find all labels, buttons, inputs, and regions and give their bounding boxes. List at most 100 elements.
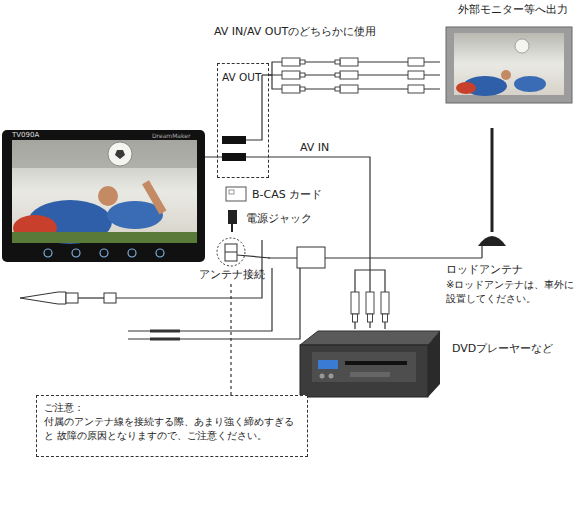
monitor-unit-part [12,140,197,243]
rca-plug-part [300,73,305,77]
dvd-player [300,331,440,397]
junction-box-part [297,247,325,268]
monitor-unit-part [12,140,197,168]
rca-plug-part [335,87,340,91]
rca-plug-part [368,314,373,322]
external-monitor: 外部モニター等へ出力 [440,0,580,105]
caution-note: ご注意：付属のアンテナ線を接続する際、あまり強く締めすぎると 故障の原因となりま… [36,395,308,457]
power-jack-icon [228,210,237,232]
node-title: 外部モニター等へ出力 [458,3,568,18]
external-monitor [446,27,572,103]
external-monitor-part [515,39,529,53]
rca-plug-part [282,58,300,66]
monitor-unit-part [115,150,125,159]
node-text: DreamMaker [152,132,190,140]
monitor-unit-part [2,130,205,262]
monitor-unit-part [128,249,136,257]
dvd-player-part [329,374,334,379]
node-title: アンテナ接続 [196,268,268,283]
antenna-connector-part [225,244,237,261]
dvd-player-part [318,360,338,369]
av-jack-plug-part [222,153,246,161]
av-in-cable [205,157,370,328]
rca-plug-part [335,73,340,77]
av-jack-plug [222,136,246,161]
monitor-unit-part [100,249,108,257]
main-monitor: TV090A DreamMaker [2,130,205,262]
rca-plug-part [353,314,358,322]
monitor-unit-part [156,249,164,257]
power-cable-part [128,268,300,339]
rca-plug-part [366,292,374,314]
dvd-player-part [345,361,407,365]
power-cable [20,240,300,339]
dvd-player-part [300,331,440,345]
node-text: 付属のアンテナ線を接続する際、あまり強く締めすぎると 故障の原因となりますので、… [44,415,302,442]
rod-antenna-part [481,246,482,258]
caution-leader [230,284,231,395]
rca-plug-part [300,60,305,64]
rca-plug-part [383,314,388,322]
node-title: ご注意： [44,401,84,415]
bcas-card-icon-part [226,187,246,201]
usage-note: AV IN/AV OUTのどちらかに使用 [214,24,376,39]
dvd-player: DVDプレーヤーなど [300,328,558,400]
antenna-port: アンテナ接続 [196,236,268,284]
bcas-card-icon [226,187,246,201]
rod-antenna [440,128,506,258]
dvd-player-part [312,352,416,382]
rca-plug-part [335,60,340,64]
part-name: B-CAS カード [252,187,322,202]
av-out-cable-part [246,75,262,140]
rca-plug-part [340,58,358,66]
dvd-player-part [428,331,440,397]
junction-box [297,247,325,268]
rca-plug-part [340,85,358,93]
power-cable-part [150,330,180,333]
part-name: 電源ジャック [246,211,312,226]
monitor-unit-part [12,232,197,243]
node-text: ※ロッドアンテナは、車外に 設置してください。 [446,278,578,305]
rod-antenna-part [478,236,506,246]
dvd-player-part [350,372,390,377]
rca-plug-part [340,71,358,79]
rca-plug-part [351,292,359,314]
monitor-unit [2,130,205,262]
av-jack-plug-part [222,136,246,144]
rod-antenna-part [491,128,494,232]
rca-plug-part [381,292,389,314]
external-monitor-part [446,27,572,103]
node-title: TV090A [12,131,39,140]
rca-plug-part [408,85,424,93]
antenna-cable [268,257,440,258]
antenna-connector-part [225,252,237,253]
rod-antenna: ロッドアンテナ※ロッドアンテナは、車外に 設置してください。 [440,120,580,310]
node-title: AV OUT [222,70,261,84]
av-out-group: AV OUT [217,63,269,178]
monitor-unit-part [108,142,132,166]
power-cable-part [78,297,104,298]
monitor-unit-part [142,180,166,214]
power-jack-icon-part [231,224,233,232]
external-monitor-part [454,33,564,95]
power-cable-part [128,268,272,331]
monitor-unit-part [98,186,118,206]
bcas-card-icon-part [229,190,234,194]
power-cable-part [104,293,116,303]
external-monitor-part [501,70,511,80]
external-monitor-part [514,76,546,92]
power-jack-icon-part [228,210,237,224]
rod-antenna-part [440,257,482,258]
rca-plug-part [408,58,424,66]
power-cable-part [20,292,66,304]
rca-plug-part [408,71,424,79]
antenna-connector-part [237,255,270,258]
rca-plug-part [282,85,300,93]
node-title: DVDプレーヤーなど [452,342,553,357]
antenna-connector-part [217,238,245,266]
rca-plug-part [300,87,305,91]
rca-plug-part [282,71,300,79]
av-out-cable [246,62,440,140]
power-cable-part [66,293,78,303]
